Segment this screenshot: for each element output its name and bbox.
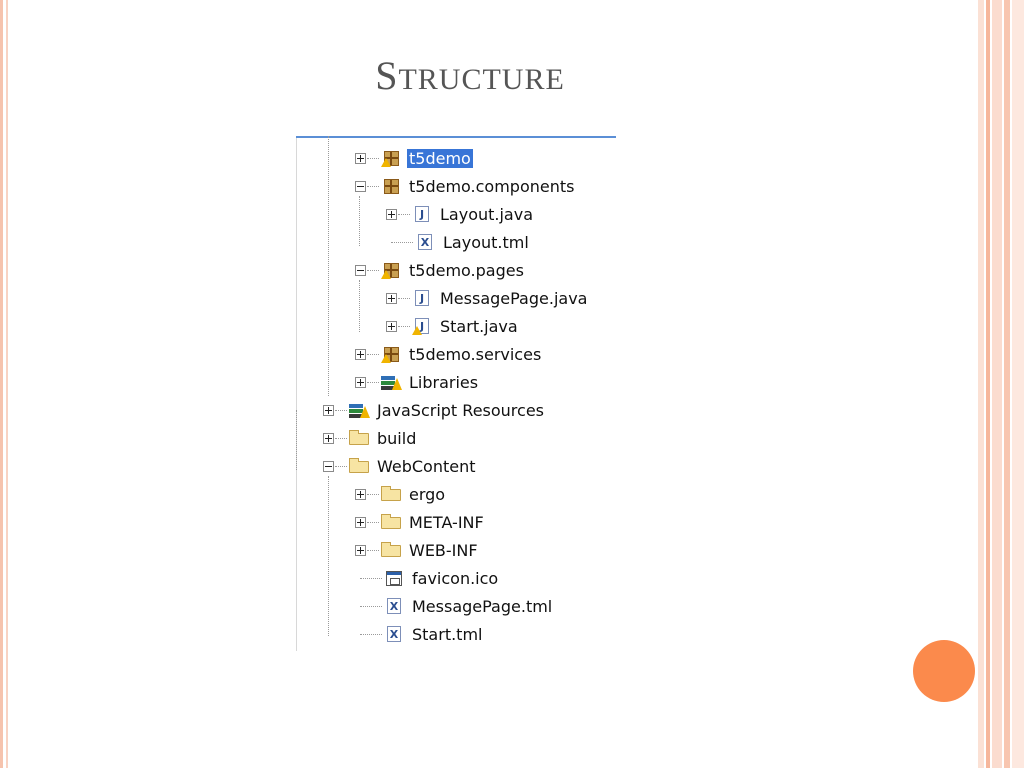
- right-deco-stripe: [992, 0, 1002, 768]
- tree-item-label: favicon.ico: [412, 568, 499, 588]
- tree-item-t5demo-pages[interactable]: t5demo.pages: [355, 258, 526, 282]
- collapse-toggle[interactable]: [355, 264, 366, 276]
- folder-icon: [349, 457, 369, 475]
- tree-item-web-inf[interactable]: WEB-INF: [355, 538, 480, 562]
- ico-file-icon: [384, 569, 404, 587]
- folder-icon: [349, 429, 369, 447]
- tree-connector: [359, 280, 360, 332]
- expand-toggle[interactable]: [386, 292, 397, 304]
- expand-toggle[interactable]: [355, 152, 366, 164]
- expand-toggle[interactable]: [355, 348, 366, 360]
- tree-connector: [359, 196, 360, 246]
- java-file-icon: J: [412, 205, 432, 223]
- tree-item-label: WEB-INF: [409, 540, 478, 560]
- expand-toggle[interactable]: [355, 376, 366, 388]
- tree-item-label: t5demo.services: [409, 344, 542, 364]
- collapse-toggle[interactable]: [323, 460, 334, 472]
- expand-toggle[interactable]: [323, 404, 334, 416]
- xml-file-icon: X: [415, 233, 435, 251]
- tree-item-t5demo-components[interactable]: t5demo.components: [355, 174, 576, 198]
- java-file-warning-icon: J: [412, 317, 432, 335]
- tree-top-border: [296, 136, 616, 138]
- tree-item-messagepage-tml[interactable]: X MessagePage.tml: [360, 594, 554, 618]
- tree-item-t5demo-services[interactable]: t5demo.services: [355, 342, 543, 366]
- package-warning-icon: [381, 345, 401, 363]
- package-icon: [381, 177, 401, 195]
- xml-file-icon: X: [384, 625, 404, 643]
- tree-item-label: MessagePage.tml: [412, 596, 553, 616]
- tree-connector: [296, 410, 297, 470]
- folder-icon: [381, 513, 401, 531]
- tree-connector: [328, 136, 329, 396]
- library-warning-icon: [381, 373, 402, 391]
- package-warning-icon: [381, 261, 401, 279]
- slide-title-rest: tructure: [398, 63, 565, 96]
- tree-item-label: WebContent: [377, 456, 476, 476]
- tree-item-webcontent[interactable]: WebContent: [323, 454, 478, 478]
- java-file-icon: J: [412, 289, 432, 307]
- folder-icon: [381, 541, 401, 559]
- tree-item-javascript-resources[interactable]: JavaScript Resources: [323, 398, 546, 422]
- tree-item-label: MessagePage.java: [440, 288, 588, 308]
- tree-item-label: META-INF: [409, 512, 484, 532]
- expand-toggle[interactable]: [386, 208, 397, 220]
- tree-item-label: Start.java: [440, 316, 518, 336]
- tree-item-build[interactable]: build: [323, 426, 418, 450]
- tree-item-label: build: [377, 428, 417, 448]
- tree-item-start-tml[interactable]: X Start.tml: [360, 622, 484, 646]
- tree-item-layout-tml[interactable]: X Layout.tml: [391, 230, 531, 254]
- slide-title-initial: S: [375, 53, 399, 98]
- tree-item-label: t5demo.components: [409, 176, 575, 196]
- tree-item-layout-java[interactable]: J Layout.java: [386, 202, 535, 226]
- tree-item-label: t5demo: [407, 148, 473, 168]
- collapse-toggle[interactable]: [355, 180, 366, 192]
- tree-item-meta-inf[interactable]: META-INF: [355, 510, 486, 534]
- tree-item-label: t5demo.pages: [409, 260, 524, 280]
- tree-connector: [328, 476, 329, 636]
- expand-toggle[interactable]: [355, 516, 366, 528]
- tree-item-label: Libraries: [409, 372, 479, 392]
- tree-item-label: Start.tml: [412, 624, 483, 644]
- left-border-stripe: [0, 0, 3, 768]
- tree-item-messagepage-java[interactable]: J MessagePage.java: [386, 286, 589, 310]
- left-border-stripe-inner: [6, 0, 8, 768]
- expand-toggle[interactable]: [355, 488, 366, 500]
- tree-item-favicon-ico[interactable]: favicon.ico: [360, 566, 500, 590]
- slide-title: Structure: [0, 52, 940, 99]
- xml-file-icon: X: [384, 597, 404, 615]
- right-deco-stripe: [986, 0, 990, 768]
- tree-item-start-java[interactable]: J Start.java: [386, 314, 520, 338]
- tree-item-t5demo[interactable]: t5demo: [355, 146, 473, 170]
- expand-toggle[interactable]: [355, 544, 366, 556]
- tree-item-label: ergo: [409, 484, 446, 504]
- project-explorer-tree: t5demo t5demo.components J Layout.java X…: [296, 136, 616, 651]
- package-warning-icon: [381, 149, 401, 167]
- right-deco-stripe: [1004, 0, 1010, 768]
- right-deco-stripe: [978, 0, 984, 768]
- tree-item-label: JavaScript Resources: [377, 400, 544, 420]
- tree-item-label: Layout.java: [440, 204, 533, 224]
- tree-left-border: [296, 138, 297, 651]
- library-warning-icon: [349, 401, 370, 419]
- tree-item-libraries[interactable]: Libraries: [355, 370, 480, 394]
- tree-item-ergo[interactable]: ergo: [355, 482, 447, 506]
- right-deco-stripe: [1012, 0, 1024, 768]
- expand-toggle[interactable]: [386, 320, 397, 332]
- expand-toggle[interactable]: [323, 432, 334, 444]
- folder-icon: [381, 485, 401, 503]
- decorative-dot: [913, 640, 975, 702]
- tree-item-label: Layout.tml: [443, 232, 529, 252]
